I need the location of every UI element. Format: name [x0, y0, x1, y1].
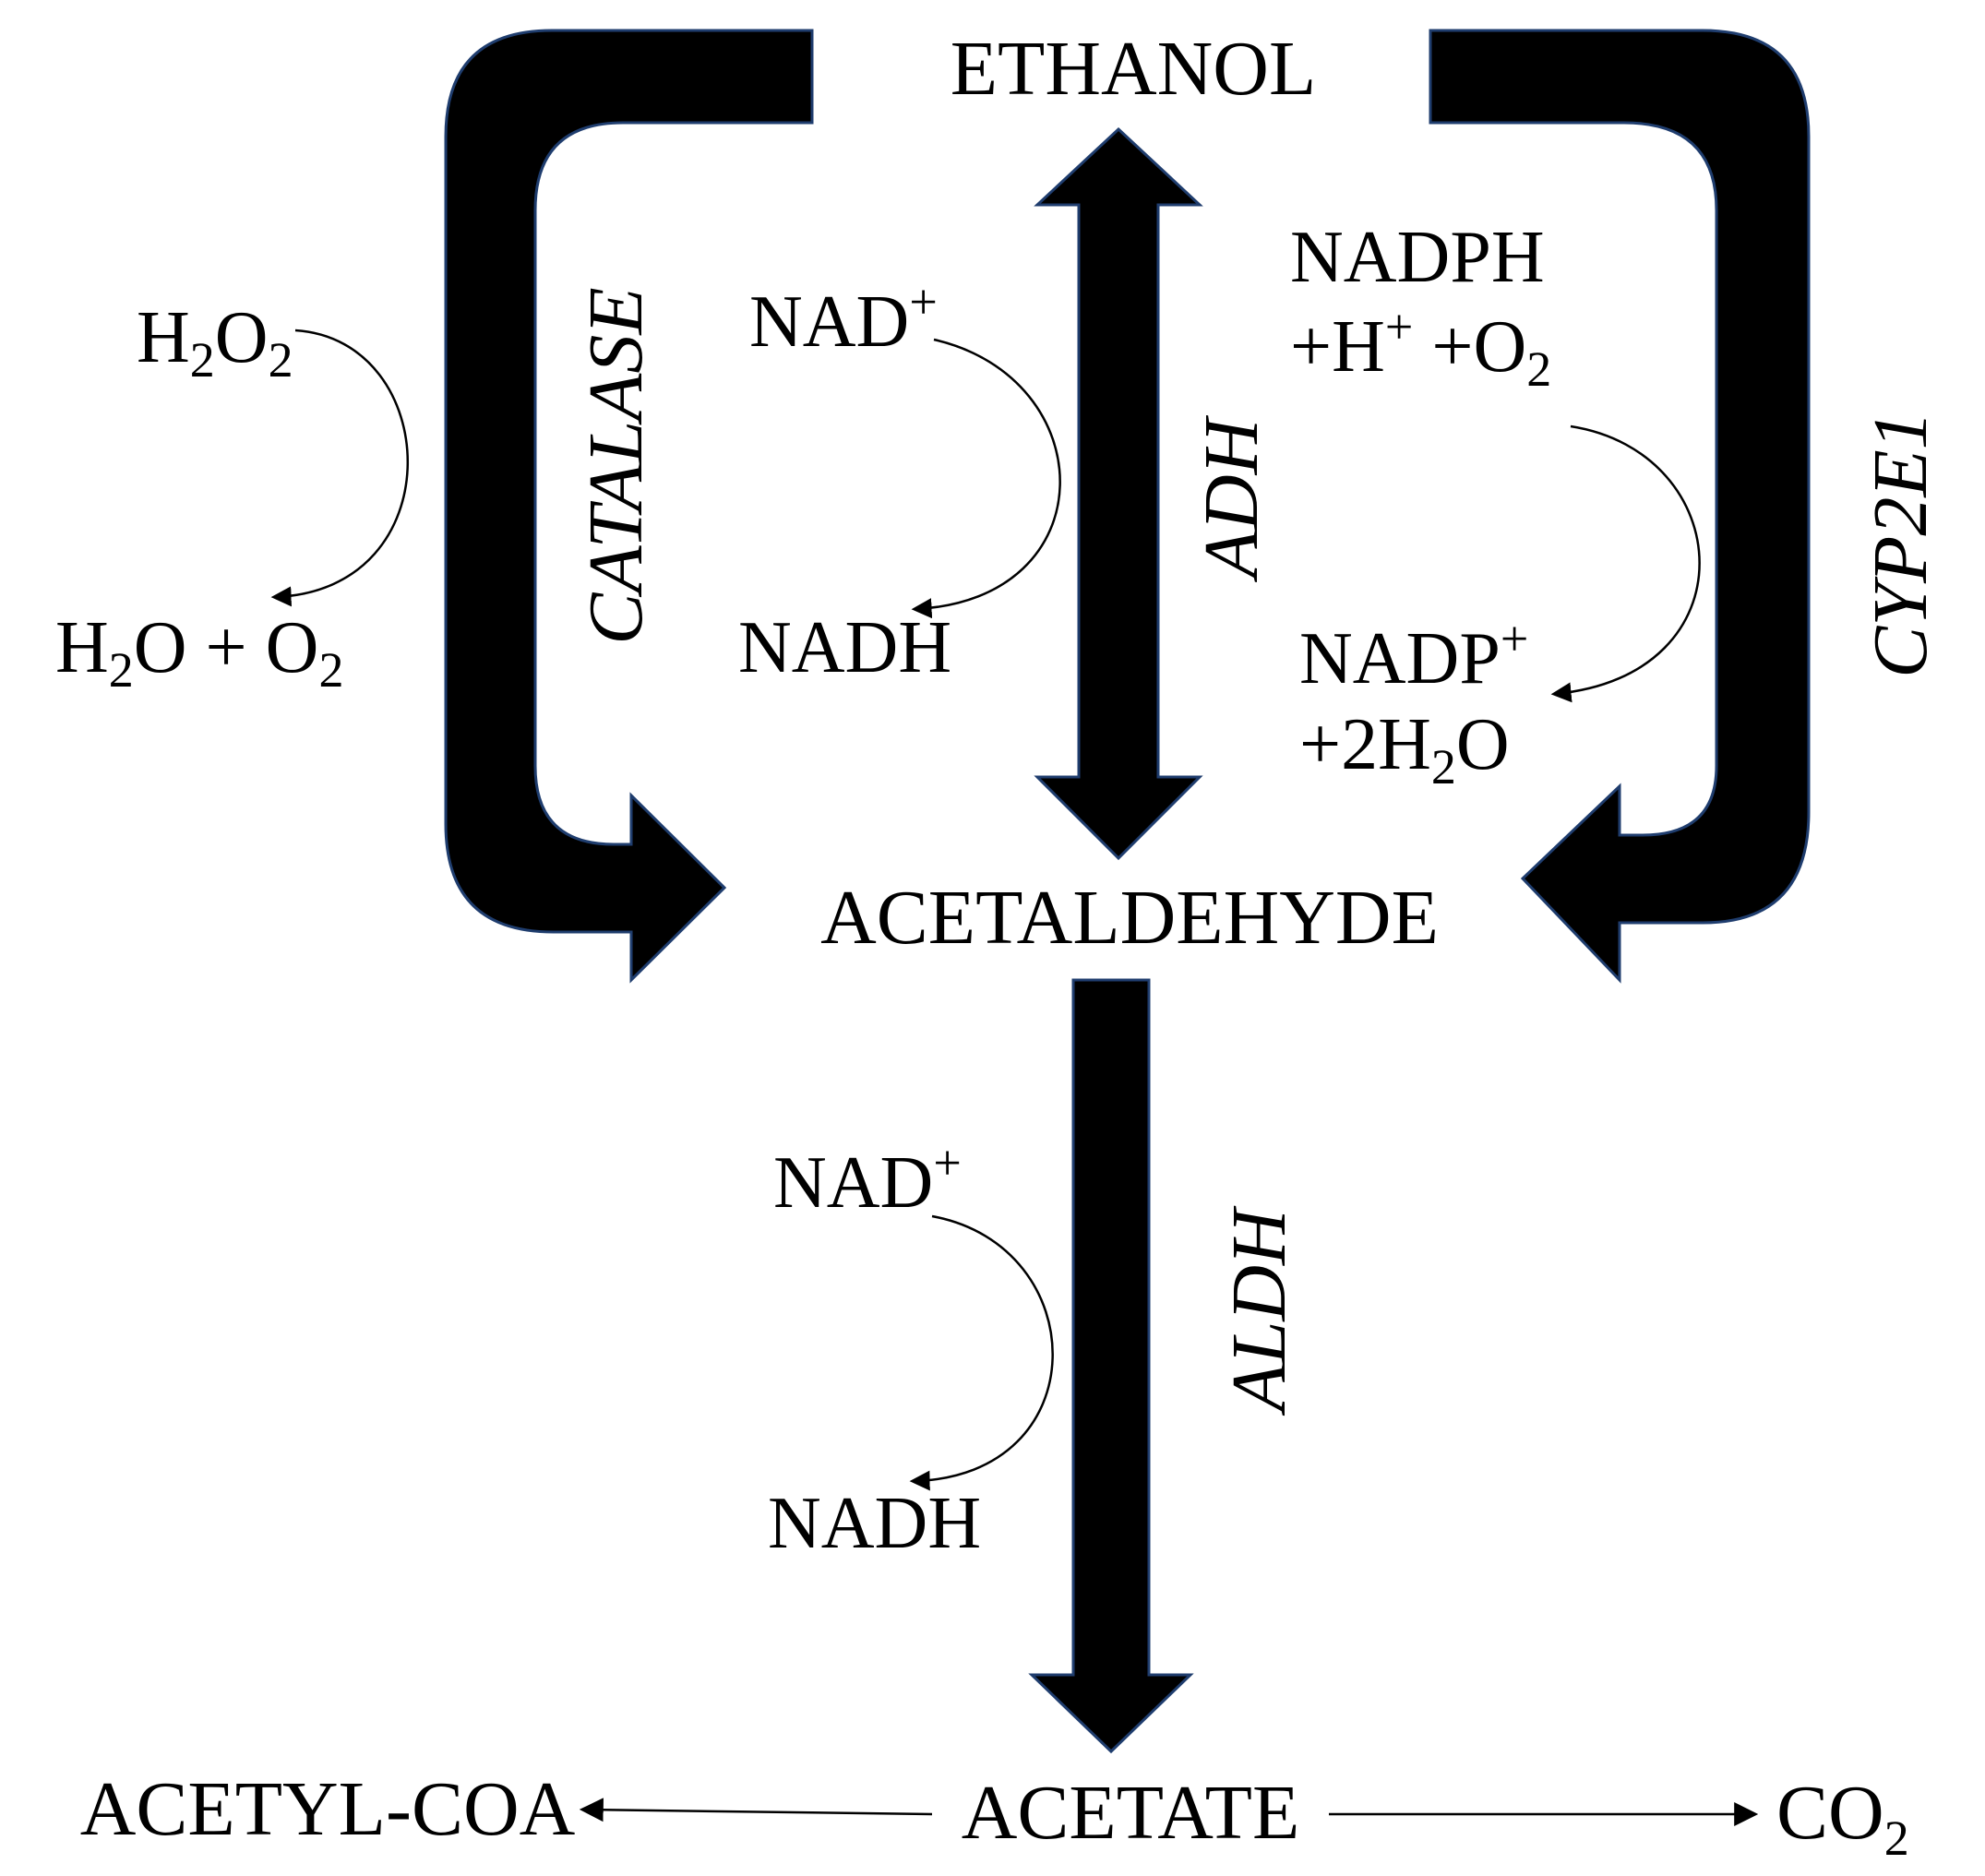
acetyl-coa-label: ACETYL-COA [80, 1766, 576, 1852]
cyp2e1-arrow [1429, 29, 1811, 984]
nadp-sup: + [1501, 611, 1528, 666]
h2o-o-plus-o: O + O [134, 607, 319, 688]
nad-aldh-curve-arrow [909, 1214, 1054, 1491]
h2o2-o: O [215, 297, 269, 378]
plus-o: +O [1413, 306, 1526, 388]
h2o2-sub1: 2 [190, 332, 215, 388]
h-plus: +H [1290, 306, 1385, 388]
co2-subscript: 2 [1884, 1810, 1909, 1866]
adh-label: ADH [1189, 414, 1274, 582]
nadph-label: NADPH [1290, 217, 1545, 298]
nad-adh-curve-arrow [911, 338, 1061, 619]
ethanol-label: ETHANOL [951, 26, 1317, 112]
nadp-base: NADP [1299, 618, 1501, 699]
co2-label: CO2 [1776, 1770, 1909, 1866]
co2-base: CO [1776, 1770, 1884, 1856]
nad-adh-base: NAD [749, 281, 909, 363]
water-o: O [1456, 704, 1510, 785]
nad-aldh-base: NAD [773, 1142, 933, 1224]
h2o2-label: H2O2 [137, 297, 293, 388]
nadp-label: NADP+ [1299, 611, 1528, 699]
nad-adh-sup: + [909, 274, 937, 329]
h-plus-sup: + [1385, 299, 1413, 354]
h2o2-curve-arrow [270, 329, 409, 607]
h2o-o2-label: H2O + O2 [55, 607, 343, 698]
h2o2-sub2: 2 [269, 332, 293, 388]
nad-adh-label: NAD+ [749, 274, 938, 363]
o2-sub-nadph: 2 [1526, 341, 1551, 397]
two-h-sub: 2 [1431, 739, 1456, 795]
nad-aldh-sup: + [933, 1135, 961, 1190]
catalase-label: CATALASE [573, 287, 659, 644]
nadph-curve-arrow [1550, 424, 1701, 703]
acetate-label: ACETATE [962, 1770, 1300, 1856]
acetate-to-acetylcoa-arrow [579, 1798, 933, 1822]
h2o-h: H [55, 607, 109, 688]
h2o-sub1: 2 [109, 642, 134, 698]
h2o2-h: H [137, 297, 190, 378]
aldh-label: ALDH [1216, 1205, 1302, 1416]
nadp-line2-label: +2H2O [1299, 704, 1510, 795]
aldh-arrow [1028, 978, 1194, 1754]
adh-arrow [1034, 126, 1203, 861]
nadh-aldh-label: NADH [768, 1483, 981, 1564]
nadh-adh-label: NADH [738, 607, 951, 688]
nad-aldh-label: NAD+ [773, 1135, 962, 1224]
cyp2e1-label: CYP2E1 [1858, 411, 1943, 677]
two-h: +2H [1299, 704, 1431, 785]
catalase-arrow [444, 29, 814, 984]
o2-sub: 2 [318, 642, 343, 698]
acetaldehyde-label: ACETALDEHYDE [820, 875, 1439, 961]
nadph-line2-label: +H+ +O2 [1290, 299, 1551, 397]
